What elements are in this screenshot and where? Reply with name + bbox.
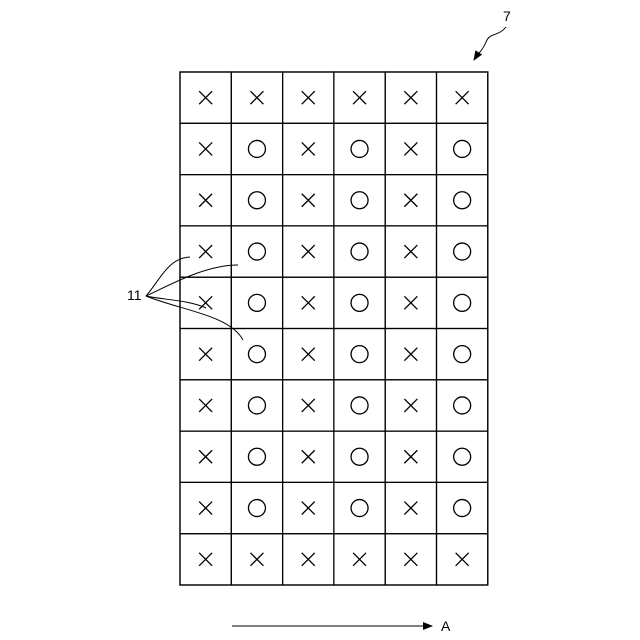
cross-mark [404, 450, 417, 463]
cross-mark [302, 91, 315, 104]
circle-mark [454, 243, 471, 260]
cross-mark [456, 91, 469, 104]
circle-mark [248, 346, 265, 363]
grid-cell [334, 431, 385, 482]
grid-cell [231, 329, 282, 380]
circle-mark [454, 294, 471, 311]
grid-cell [231, 175, 282, 226]
cross-mark [199, 502, 212, 515]
circle-mark [454, 397, 471, 414]
grid-cell [334, 277, 385, 328]
circle-mark [351, 448, 368, 465]
grid-cell [231, 482, 282, 533]
cross-mark [404, 399, 417, 412]
grid-cell [231, 123, 282, 174]
grid-cell [231, 431, 282, 482]
grid-reference-label: 7 [503, 8, 511, 24]
grid-cell [334, 380, 385, 431]
circle-mark [351, 243, 368, 260]
grid-cell [231, 226, 282, 277]
cross-mark [404, 553, 417, 566]
circle-mark [248, 500, 265, 517]
cross-mark [199, 91, 212, 104]
cross-mark [404, 91, 417, 104]
circle-mark [454, 192, 471, 209]
cross-mark [250, 91, 263, 104]
cross-mark [302, 142, 315, 155]
circle-mark [454, 500, 471, 517]
circle-mark [454, 346, 471, 363]
direction-label: A [441, 618, 451, 634]
cross-mark [404, 348, 417, 361]
cross-mark [199, 194, 212, 207]
circle-mark [248, 192, 265, 209]
cross-mark [199, 348, 212, 361]
cross-mark [353, 553, 366, 566]
cross-mark [302, 296, 315, 309]
cross-mark [199, 142, 212, 155]
circle-mark [351, 346, 368, 363]
cross-mark [302, 399, 315, 412]
cells-reference-leaders [146, 257, 243, 340]
cross-mark [404, 296, 417, 309]
circle-mark [248, 243, 265, 260]
circle-mark [351, 140, 368, 157]
grid-cell [231, 380, 282, 431]
cross-mark [404, 245, 417, 258]
grid-cell [231, 277, 282, 328]
cross-mark [199, 245, 212, 258]
cross-mark [302, 553, 315, 566]
cross-mark [199, 450, 212, 463]
circle-mark [248, 294, 265, 311]
cross-mark [404, 194, 417, 207]
cross-mark [302, 245, 315, 258]
circle-mark [351, 192, 368, 209]
cross-mark [250, 553, 263, 566]
grid-cell [334, 226, 385, 277]
cross-mark [456, 553, 469, 566]
circle-mark [454, 448, 471, 465]
grid-cell [437, 482, 488, 533]
grid-cell [437, 431, 488, 482]
grid-cell [334, 175, 385, 226]
grid-cell [437, 277, 488, 328]
grid-cell [437, 175, 488, 226]
cross-mark [404, 142, 417, 155]
grid-cell [334, 482, 385, 533]
cross-mark [302, 194, 315, 207]
circle-mark [248, 448, 265, 465]
circle-mark [248, 140, 265, 157]
cross-mark [302, 348, 315, 361]
grid-cell [334, 329, 385, 380]
cross-mark [302, 450, 315, 463]
cross-mark [353, 91, 366, 104]
cell-grid [180, 72, 488, 585]
grid-cell [437, 226, 488, 277]
circle-mark [351, 397, 368, 414]
circle-mark [351, 500, 368, 517]
grid-reference-leader [474, 27, 506, 60]
cells-reference-label: 11 [127, 287, 142, 303]
circle-mark [248, 397, 265, 414]
cross-mark [302, 502, 315, 515]
grid-cell [437, 380, 488, 431]
cross-mark [199, 553, 212, 566]
grid-cell [334, 123, 385, 174]
circle-mark [351, 294, 368, 311]
cross-mark [199, 399, 212, 412]
circle-mark [454, 140, 471, 157]
grid-cell [437, 123, 488, 174]
cross-mark [404, 502, 417, 515]
grid-cell [437, 329, 488, 380]
